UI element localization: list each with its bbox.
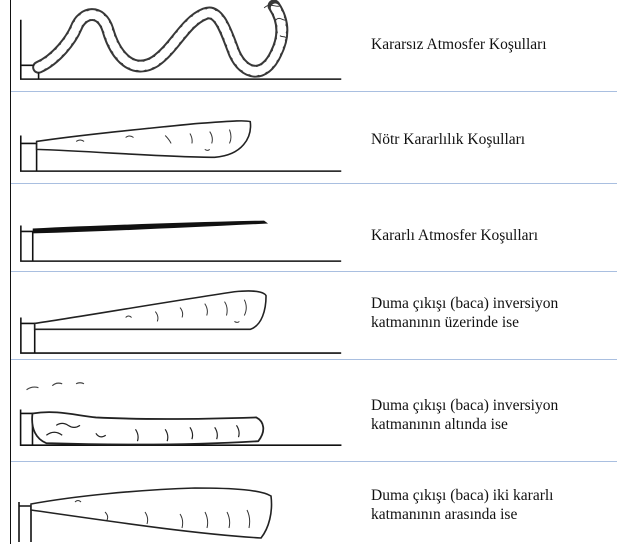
looping-plume-illustration xyxy=(15,0,351,91)
row-label-between-stable-layers: Duma çıkışı (baca) iki kararlı katmanını… xyxy=(371,486,613,524)
row-label-unstable: Kararsız Atmosfer Koşulları xyxy=(371,35,613,54)
row-stable: Kararlı Atmosfer Koşulları xyxy=(11,184,617,272)
fumigation-plume-illustration xyxy=(15,360,351,461)
trapping-plume-illustration xyxy=(15,462,351,544)
row-label-stable: Kararlı Atmosfer Koşulları xyxy=(371,226,613,245)
row-unstable: Kararsız Atmosfer Koşulları xyxy=(11,0,617,92)
lofting-plume-illustration xyxy=(15,272,351,359)
fanning-plume-illustration xyxy=(15,184,351,271)
row-label-above-inversion: Duma çıkışı (baca) inversiyon katmanının… xyxy=(371,294,613,332)
row-below-inversion: Duma çıkışı (baca) inversiyon katmanının… xyxy=(11,360,617,462)
plume-diagram-table: Kararsız Atmosfer Koşulları Nötr Kararlı… xyxy=(10,0,616,544)
row-above-inversion: Duma çıkışı (baca) inversiyon katmanının… xyxy=(11,272,617,360)
row-neutral: Nötr Kararlılık Koşulları xyxy=(11,92,617,184)
row-label-below-inversion: Duma çıkışı (baca) inversiyon katmanının… xyxy=(371,396,613,434)
row-label-neutral: Nötr Kararlılık Koşulları xyxy=(371,130,613,149)
row-between-stable-layers: Duma çıkışı (baca) iki kararlı katmanını… xyxy=(11,462,617,544)
coning-plume-illustration xyxy=(15,92,351,183)
